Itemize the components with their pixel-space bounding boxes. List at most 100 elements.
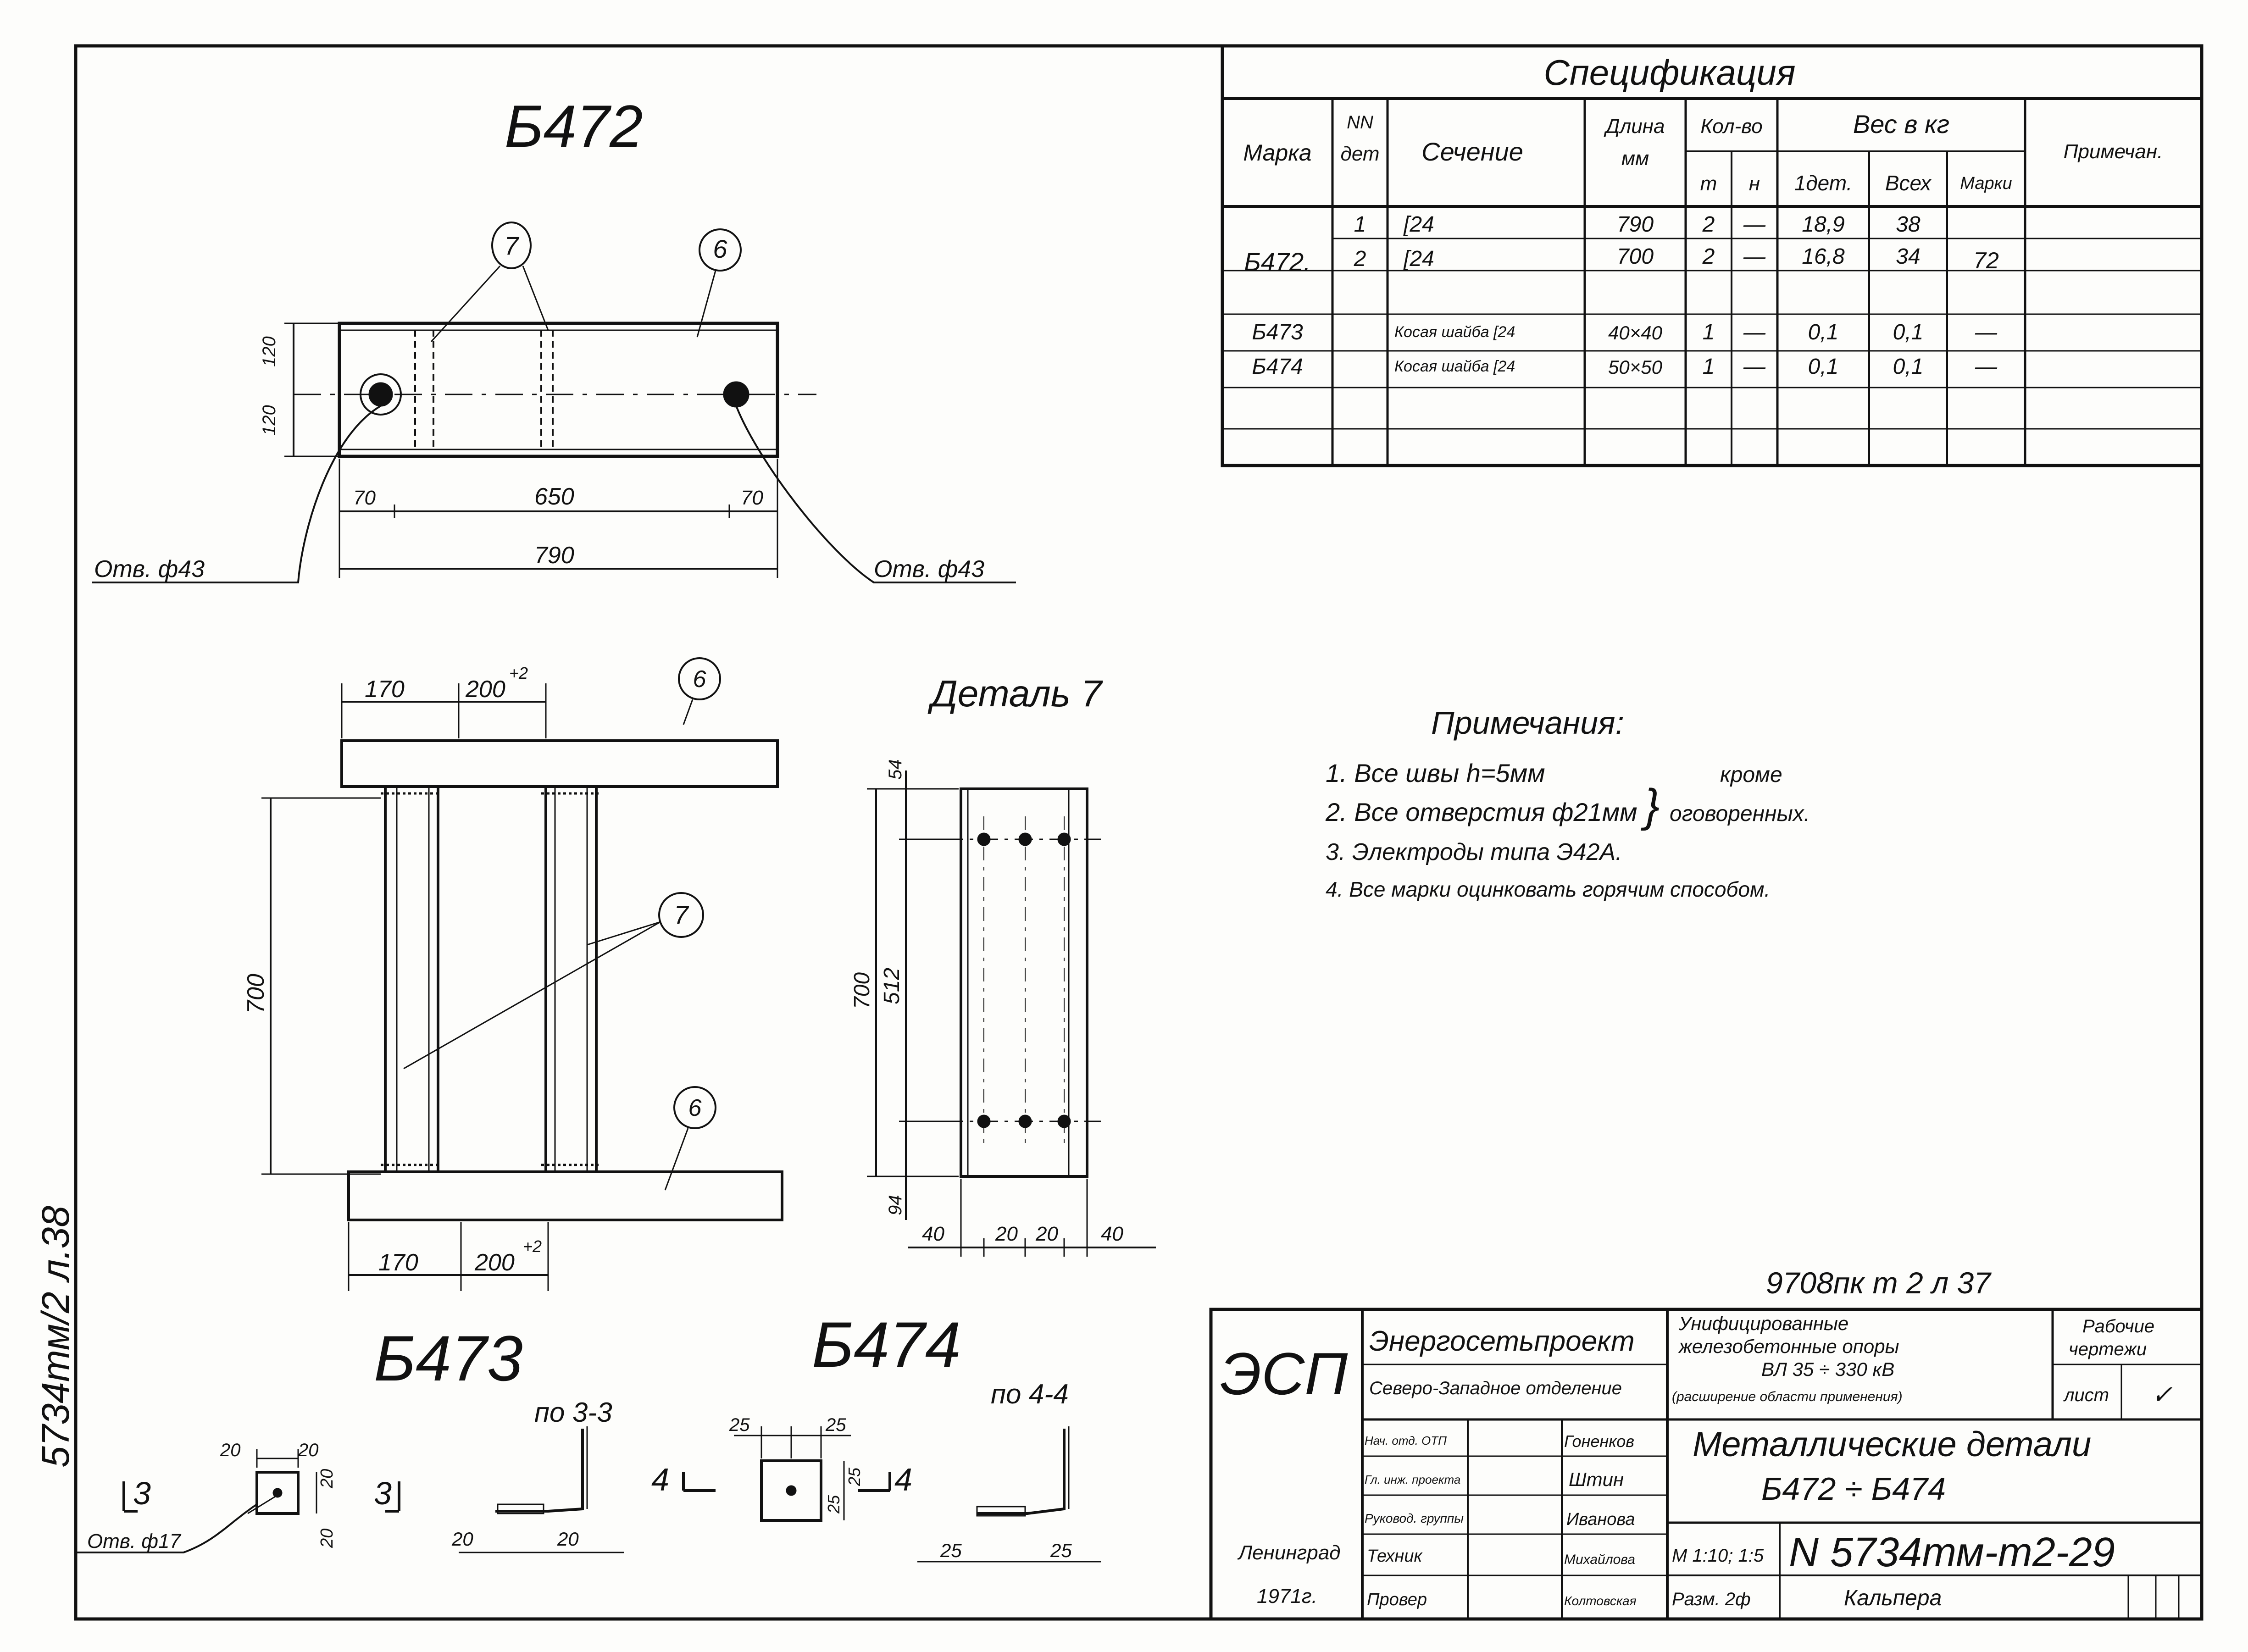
b473-sec-dim-20-a: 20: [451, 1528, 473, 1550]
callout-7-front: 7: [674, 900, 689, 929]
spec-header-primechan: Примечан.: [2064, 140, 2163, 163]
b473-cut-3-left: 3: [133, 1475, 151, 1511]
b473-views: [76, 1426, 624, 1553]
b472-plan-view: [92, 222, 1016, 583]
spec-row1-vseh: 38: [1896, 212, 1921, 237]
dim-200-top: 200: [465, 676, 505, 703]
tb-project-4: (расширение области применения): [1672, 1389, 1903, 1404]
b473-sec-dim-20-b: 20: [557, 1528, 579, 1550]
spec-row3-n: —: [1743, 320, 1766, 344]
tb-copier: Кальпера: [1844, 1586, 1942, 1610]
detail-dim-40-left: 40: [922, 1223, 944, 1245]
spec-row4-t: 1: [1703, 355, 1715, 379]
mark-b474-title: Б474: [812, 1308, 961, 1380]
b472-front-view: [261, 657, 783, 1291]
tb-stage-2: чертежи: [2069, 1339, 2147, 1359]
spec-row3-marka: Б473: [1252, 320, 1303, 344]
spec-row1-det: 1: [1354, 212, 1366, 237]
dim-200-bottom: 200: [474, 1249, 515, 1276]
b473-cut-3-right: 3: [374, 1475, 392, 1511]
detail-dim-54: 54: [885, 759, 905, 780]
spec-row2-t: 2: [1702, 244, 1715, 269]
spec-header-nn: NN: [1347, 112, 1373, 133]
callout-6-top: 6: [713, 234, 727, 263]
spec-header-dlina: Длина: [1604, 115, 1665, 138]
note-1: 1. Все швы h=5мм: [1326, 759, 1545, 787]
spec-row3-odet: 0,1: [1808, 320, 1839, 344]
callout-7-top: 7: [504, 231, 519, 260]
spec-row1-dlina: 790: [1617, 212, 1654, 237]
tol-top: +2: [509, 664, 528, 682]
tb-scale: М 1:10; 1:5: [1672, 1546, 1764, 1566]
b474-dim-25-b: 25: [825, 1415, 846, 1435]
note-krome: кроме: [1720, 763, 1782, 787]
tb-check: ✓: [2151, 1380, 2173, 1409]
hole-43-left: Отв. ф43: [94, 556, 205, 582]
spec-row3-dlina: 40×40: [1608, 322, 1663, 344]
spec-header-n: н: [1749, 172, 1760, 195]
spec-header-sechenie: Сечение: [1421, 137, 1523, 166]
spec-row2-marka: Б472.: [1244, 247, 1310, 276]
tb-org: Энергосетьпроект: [1369, 1325, 1635, 1357]
spec-table-text: Спецификация Марка NN дет Сечение Длина …: [1243, 52, 2163, 379]
spec-row4-marki: —: [1975, 355, 1998, 379]
b474-dim-25-a: 25: [729, 1415, 750, 1435]
spec-row4-sechenie: Косая шайба [24: [1394, 358, 1515, 375]
spec-row4-odet: 0,1: [1808, 355, 1839, 379]
detail-dim-20-b: 20: [1035, 1223, 1058, 1245]
tb-stage-1: Рабочие: [2082, 1316, 2154, 1336]
b474-cut-4-left: 4: [651, 1462, 669, 1497]
tb-logo: ЭСП: [1220, 1340, 1348, 1407]
detail-dim-20-a: 20: [995, 1223, 1018, 1245]
b474-cut-4-right: 4: [894, 1462, 912, 1497]
detail-7-title: Деталь 7: [927, 673, 1104, 715]
tb-project-3: ВЛ 35 ÷ 330 кВ: [1761, 1358, 1894, 1380]
side-sheet-ref: 5734тм/2 л.38: [34, 1206, 77, 1468]
dim-790: 790: [534, 542, 574, 569]
tb-city: Ленинград: [1237, 1541, 1341, 1564]
spec-row2-odet: 16,8: [1802, 244, 1845, 269]
dim-170-bottom: 170: [378, 1249, 418, 1276]
b473-dim-20-d: 20: [317, 1529, 337, 1548]
tb-dept: Северо-Западное отделение: [1369, 1378, 1622, 1398]
b473-sec-33: по 3-3: [534, 1397, 612, 1428]
dim-170-top: 170: [365, 676, 405, 703]
spec-row4-vseh: 0,1: [1893, 355, 1924, 379]
b474-sec-dim-25-a: 25: [940, 1540, 962, 1561]
sheet-frame: [74, 44, 2204, 1621]
tb-name-3: Иванова: [1566, 1510, 1635, 1529]
spec-row4-dlina: 50×50: [1608, 356, 1663, 378]
spec-header-marka: Марка: [1243, 140, 1311, 166]
detail-dim-700: 700: [850, 972, 874, 1009]
spec-table: [1221, 44, 2204, 467]
tb-name-1: Гоненков: [1564, 1432, 1634, 1451]
mark-b473-title: Б473: [374, 1322, 523, 1394]
spec-row2-n: —: [1743, 244, 1766, 269]
tb-name-4: Михайлова: [1564, 1552, 1635, 1567]
b474-sec-dim-25-b: 25: [1050, 1540, 1072, 1561]
spec-header-kolvo: Кол-во: [1700, 115, 1762, 138]
dim-70-left: 70: [353, 487, 376, 509]
tb-role-3: Руковод. группы: [1365, 1511, 1464, 1525]
detail-7-view: [867, 771, 1156, 1257]
note-4: 4. Все марки оцинковать горячим способом…: [1326, 877, 1770, 901]
ref-code: 9708пк т 2 л 37: [1766, 1266, 1992, 1300]
detail-dim-94: 94: [885, 1195, 905, 1216]
b473-dim-20-c: 20: [317, 1469, 337, 1489]
spec-header-t: т: [1700, 172, 1717, 195]
tb-number: N 5734тм-т2-29: [1789, 1530, 2115, 1575]
detail-dim-512: 512: [880, 968, 904, 1004]
tb-size: Разм. 2ф: [1672, 1589, 1751, 1609]
hole-43-right: Отв. ф43: [874, 556, 984, 582]
b474-dim-25-d: 25: [824, 1495, 843, 1514]
b474-views: [682, 1426, 1101, 1563]
spec-row3-marki: —: [1975, 320, 1998, 344]
dim-650: 650: [534, 483, 574, 510]
b473-dim-20-b: 20: [298, 1440, 319, 1460]
dim-120-a: 120: [259, 336, 279, 367]
spec-row2-dlina: 700: [1617, 244, 1654, 269]
mark-b472-title: Б472: [505, 93, 643, 160]
spec-header-mm: мм: [1621, 147, 1649, 170]
notes-title: Примечания:: [1431, 705, 1624, 741]
b474-sec-44: по 4-4: [991, 1379, 1069, 1409]
